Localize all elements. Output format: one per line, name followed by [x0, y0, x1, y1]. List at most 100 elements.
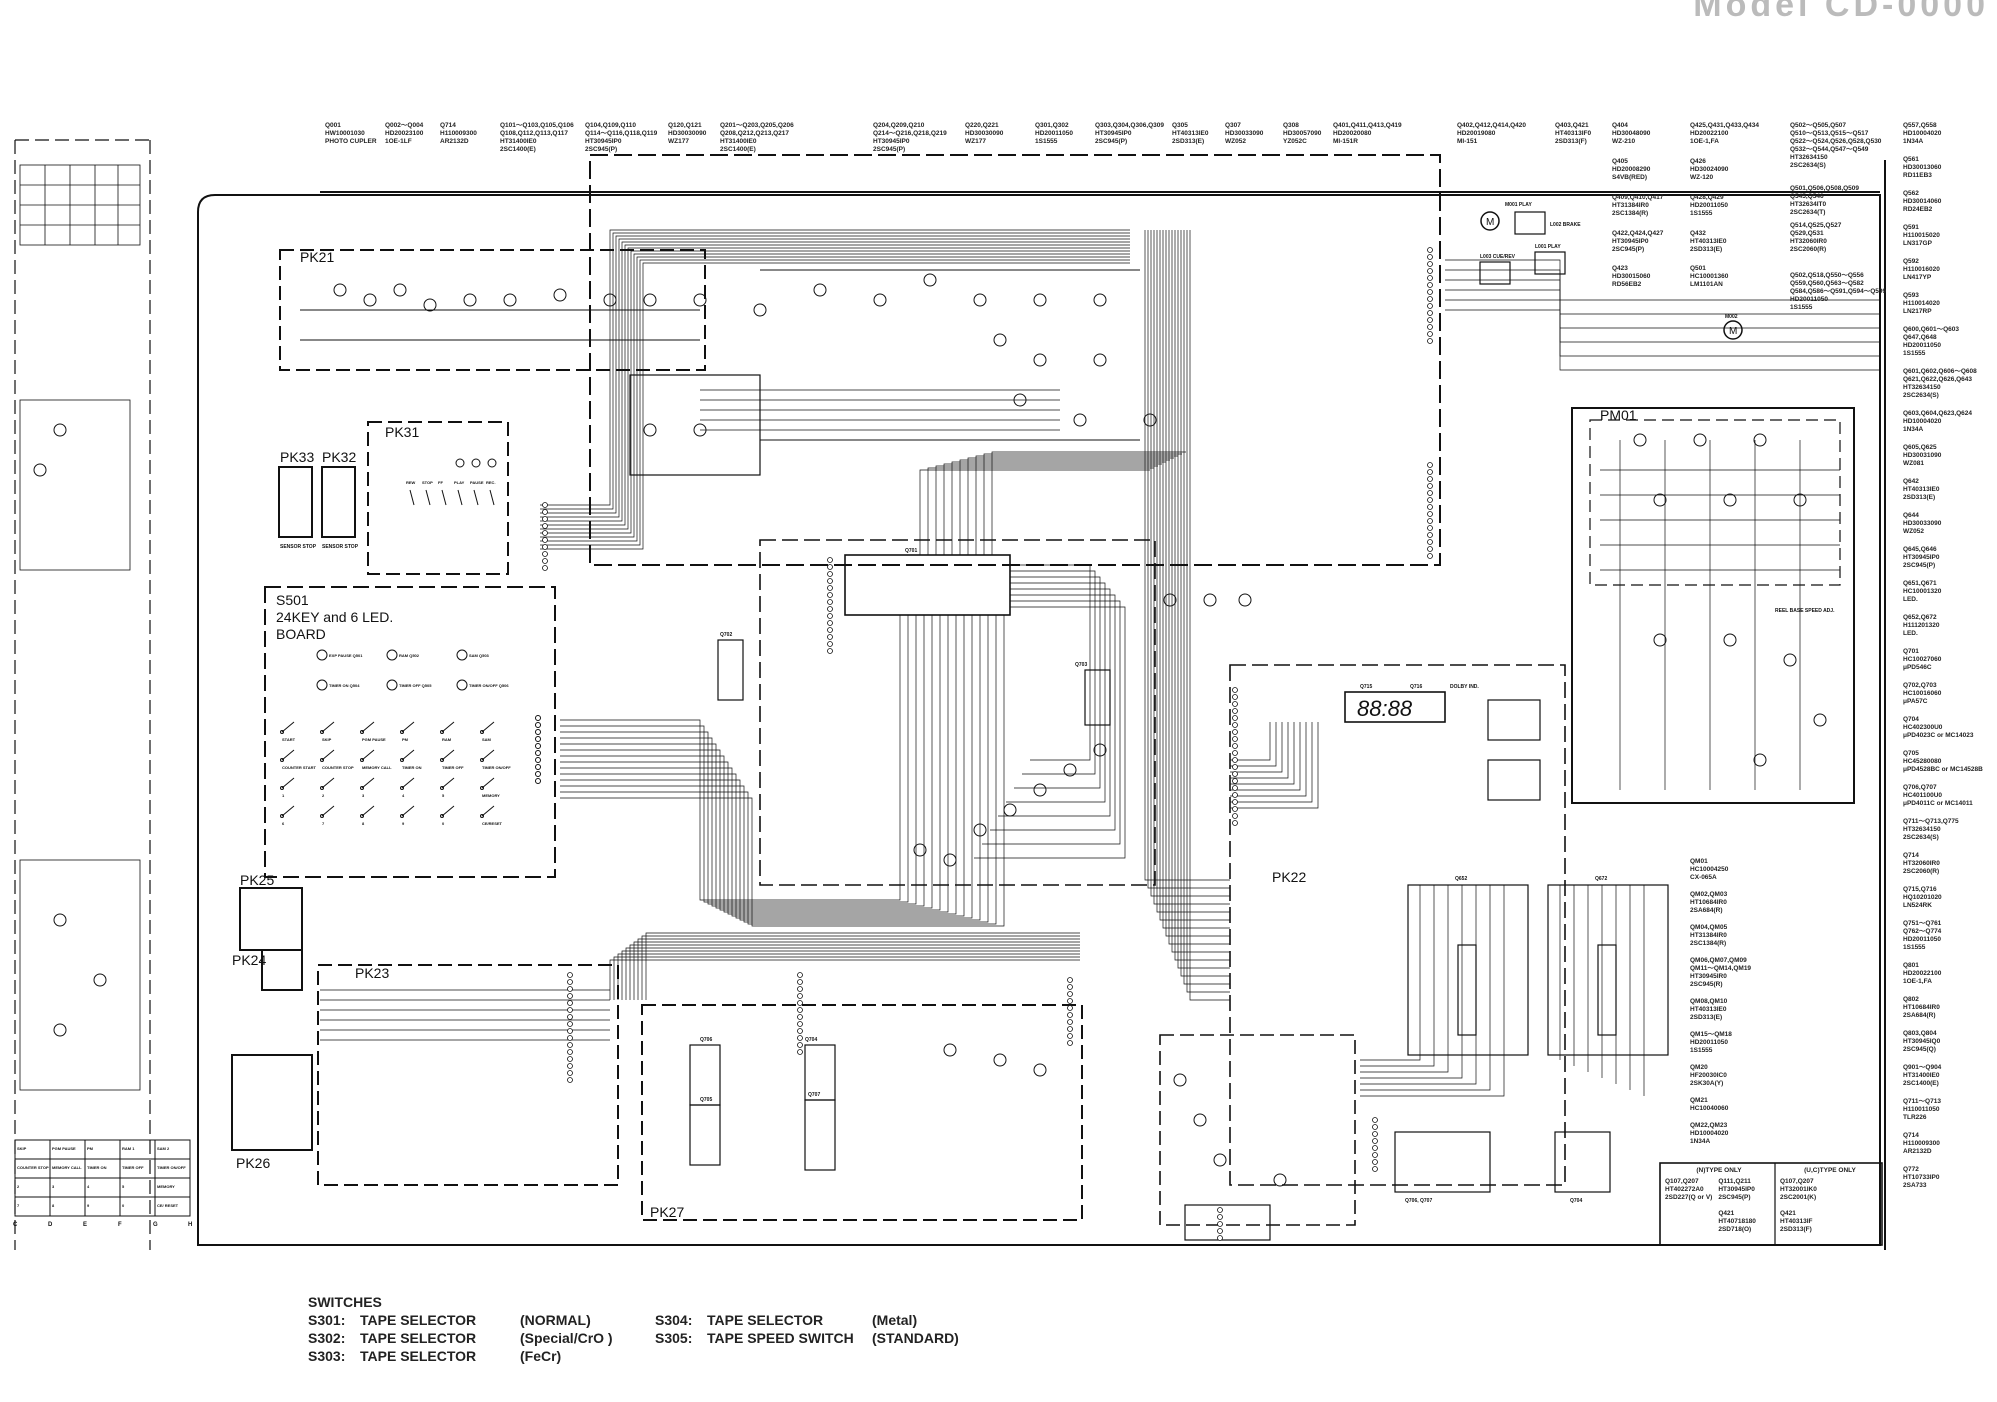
part-line: Q642 [1903, 478, 1919, 485]
part-line: 2SA684(R) [1690, 907, 1723, 914]
connector-pin [827, 606, 833, 612]
transistor-icon [1793, 493, 1807, 507]
part-line: H110015020 [1903, 232, 1940, 239]
connector-pin [1232, 701, 1238, 707]
part-line: HT10684IR0 [1903, 1004, 1940, 1011]
part-line: 2SC945(R) [1690, 981, 1723, 988]
contact-icon [320, 786, 324, 790]
model-title: Model CD-0000 [1693, 0, 1989, 24]
connector-pin [797, 1014, 803, 1020]
solenoid-l003-icon [1479, 261, 1511, 285]
connector-pin [567, 1021, 573, 1027]
wire [540, 241, 1130, 522]
pk21-label: PK21 [300, 249, 334, 265]
m001-label: M001 PLAY [1505, 202, 1532, 208]
wire [1010, 570, 1096, 775]
s501-key-label: 5 [442, 793, 445, 798]
part-line: 1N34A [1903, 426, 1924, 433]
wire [637, 938, 1080, 1000]
part-line: HD20022100 [1690, 130, 1729, 137]
part-line: HD30030090 [965, 130, 1004, 137]
left-keypad-key: PM [87, 1146, 94, 1151]
part-line: HF20030IC0 [1690, 1072, 1727, 1079]
part-line: HD30015060 [1612, 273, 1651, 280]
part-line: Q751～Q761 [1903, 920, 1942, 927]
pk31-key-label: REW [406, 480, 416, 485]
s501-key-label: 3 [362, 793, 365, 798]
contact-icon [320, 758, 324, 762]
part-line: MI-151 [1457, 138, 1478, 145]
transistor-icon [1143, 413, 1157, 427]
transistor-icon [693, 423, 707, 437]
connector-pin [1427, 275, 1433, 281]
key-switch-icon [361, 721, 375, 733]
part-line: HD20011050 [1690, 202, 1728, 209]
wire [560, 615, 957, 915]
wire [1006, 582, 1106, 803]
part-line: Q647,Q648 [1903, 334, 1937, 341]
connector-pin [1372, 1145, 1378, 1151]
switch-id: S301: [308, 1312, 346, 1328]
key-switch-icon [401, 721, 415, 733]
part-line: Q204,Q209,Q210 [873, 122, 925, 129]
connector-pin [1427, 511, 1433, 517]
contact-icon [400, 814, 404, 818]
connector-pin [1217, 1214, 1223, 1220]
connector-pin [1232, 743, 1238, 749]
part-line: HD30014060 [1903, 198, 1942, 205]
part-line: H110016020 [1903, 266, 1940, 273]
transistor-icon [1033, 293, 1047, 307]
part-line: 2SA684(R) [1903, 1012, 1936, 1019]
type-line: HT30945IP0 [1718, 1186, 1755, 1193]
part-line: HD20023100 [385, 130, 424, 137]
part-line: WZ177 [965, 138, 986, 145]
part-line: HD20019080 [1457, 130, 1496, 137]
part-line: Q651,Q671 [1903, 580, 1937, 587]
s501-label-3: BOARD [276, 626, 326, 642]
transistor-icon [93, 973, 107, 987]
key-switch-icon [441, 721, 455, 733]
switch-id: S302: [308, 1330, 346, 1346]
connector-pin [1372, 1166, 1378, 1172]
key-switch-icon [481, 721, 495, 733]
l002-label: L002 BRAKE [1550, 222, 1581, 228]
transistor-icon [1813, 713, 1827, 727]
q701-chip [844, 554, 1011, 616]
wire [983, 453, 1182, 555]
connector-pin [827, 564, 833, 570]
connector-pin [542, 523, 548, 529]
part-line: WZ052 [1225, 138, 1246, 145]
type-line: 2SD718(O) [1718, 1226, 1752, 1233]
wire [629, 944, 1080, 1000]
part-line: Q510～Q513,Q515～Q517 [1790, 130, 1869, 137]
connector-pin [542, 558, 548, 564]
type-line: Q107,Q207 [1780, 1178, 1814, 1185]
connector-pin [1067, 1040, 1073, 1046]
part-line: 2SC2634(S) [1790, 162, 1826, 169]
part-line: Q501,Q506,Q508,Q509 [1790, 185, 1860, 192]
s501-key-label: 7 [322, 821, 325, 826]
connector-pin [542, 516, 548, 522]
part-line: Q704 [1903, 716, 1919, 723]
connector-pins [542, 247, 1433, 1241]
transistor-icon [993, 333, 1007, 347]
part-line: HD10004020 [1903, 130, 1942, 137]
wire [540, 244, 1130, 526]
n-type-title: (N)TYPE ONLY [1696, 1167, 1742, 1174]
contact-icon [480, 786, 484, 790]
wire [1174, 230, 1230, 961]
pk32-label: PK32 [322, 449, 356, 465]
part-line: Q652,Q672 [1903, 614, 1937, 621]
switch-row: S301:TAPE SELECTOR(NORMAL)S304:TAPE SELE… [308, 1311, 959, 1329]
connector-pin [1232, 764, 1238, 770]
transistor-icon [643, 423, 657, 437]
connector-pin [1427, 504, 1433, 510]
led-icon [471, 458, 481, 468]
wire [1150, 230, 1230, 897]
